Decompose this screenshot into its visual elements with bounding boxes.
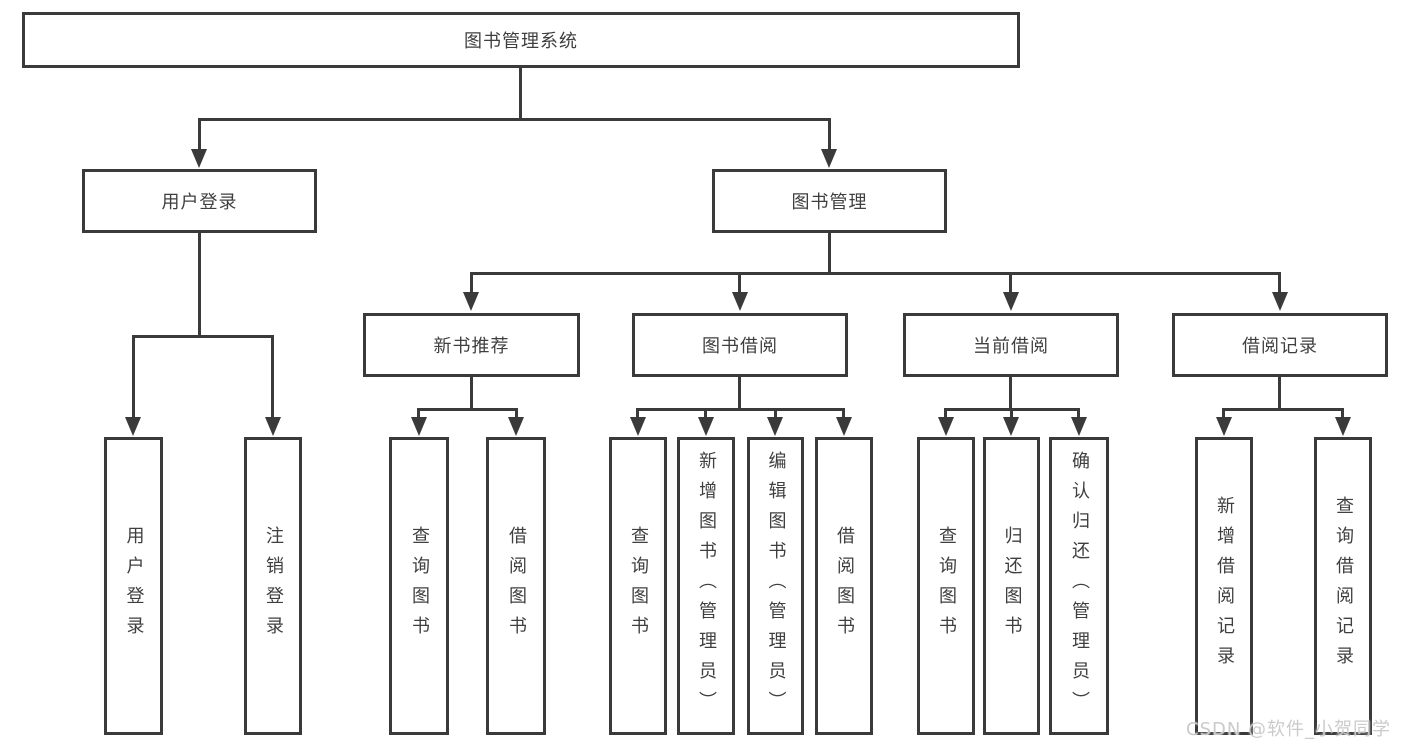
node-new-book-recommend: 新书推荐 (363, 313, 580, 377)
connector-line (1278, 377, 1281, 411)
node-label: 借阅图书 (834, 526, 855, 646)
connector-line (636, 408, 845, 411)
leaf-query-books-recommend: 查询图书 (389, 437, 449, 735)
leaf-borrow-books-recommend: 借阅图书 (486, 437, 546, 735)
connector-line (1009, 377, 1012, 411)
arrowhead-down-icon (630, 417, 646, 436)
node-label: 编辑图书（管理员） (765, 451, 787, 721)
connector-line (132, 335, 135, 419)
connector-line (1010, 408, 1013, 419)
arrowhead-down-icon (1272, 292, 1288, 311)
connector-line (842, 408, 845, 419)
node-book-borrowing: 图书借阅 (632, 313, 848, 377)
connector-line (515, 408, 518, 419)
leaf-query-books-current: 查询图书 (917, 437, 975, 735)
arrowhead-down-icon (463, 292, 479, 311)
connector-line (1341, 408, 1344, 419)
node-current-borrowing: 当前借阅 (903, 313, 1119, 377)
arrowhead-down-icon (411, 417, 427, 436)
leaf-borrow-books-borrowing: 借阅图书 (815, 437, 873, 735)
node-label: 新增借阅记录 (1214, 496, 1235, 676)
arrowhead-down-icon (1003, 292, 1019, 311)
arrowhead-down-icon (508, 417, 524, 436)
arrowhead-down-icon (125, 417, 141, 436)
arrowhead-down-icon (1335, 417, 1351, 436)
leaf-add-borrow-record: 新增借阅记录 (1195, 437, 1253, 735)
leaf-logout: 注销登录 (244, 437, 302, 735)
node-label: 查询图书 (409, 526, 430, 646)
connector-line (1077, 408, 1080, 419)
connector-line (519, 68, 522, 118)
leaf-query-books-borrowing: 查询图书 (609, 437, 667, 735)
node-root-system: 图书管理系统 (22, 12, 1020, 68)
connector-line (198, 118, 831, 121)
connector-line (636, 408, 639, 419)
arrowhead-down-icon (836, 417, 852, 436)
node-label: 查询图书 (936, 526, 957, 646)
node-label: 新增图书（管理员） (696, 451, 717, 721)
arrowhead-down-icon (732, 292, 748, 311)
node-label: 借阅记录 (1242, 336, 1318, 357)
connector-line (1278, 272, 1281, 294)
arrowhead-down-icon (191, 149, 207, 168)
arrowhead-down-icon (1003, 417, 1019, 436)
leaf-add-books-admin: 新增图书（管理员） (677, 437, 735, 735)
node-label: 新书推荐 (433, 336, 510, 357)
connector-line (774, 408, 777, 419)
arrowhead-down-icon (1216, 417, 1232, 436)
node-label: 用户登录 (161, 192, 238, 213)
node-label: 当前借阅 (973, 336, 1049, 357)
node-label: 查询借阅记录 (1333, 496, 1354, 676)
node-label: 确认归还（管理员） (1069, 451, 1090, 721)
node-label: 图书管理系统 (464, 31, 578, 52)
arrowhead-down-icon (767, 417, 783, 436)
arrowhead-down-icon (1071, 417, 1087, 436)
connector-line (132, 335, 274, 338)
arrowhead-down-icon (265, 417, 281, 436)
connector-line (1222, 408, 1225, 419)
arrowhead-down-icon (698, 417, 714, 436)
connector-line (828, 118, 831, 150)
connector-line (470, 272, 473, 294)
node-book-management: 图书管理 (712, 169, 947, 233)
node-borrowing-records: 借阅记录 (1172, 313, 1388, 377)
leaf-query-borrow-record: 查询借阅记录 (1314, 437, 1372, 735)
node-label: 查询图书 (628, 526, 649, 646)
connector-line (738, 377, 741, 411)
node-label: 图书借阅 (702, 336, 778, 357)
connector-line (470, 377, 473, 411)
node-label: 借阅图书 (506, 526, 527, 646)
connector-line (828, 233, 831, 274)
connector-line (271, 335, 274, 419)
connector-line (198, 118, 201, 150)
connector-line (1009, 272, 1012, 294)
leaf-return-books: 归还图书 (983, 437, 1040, 735)
leaf-user-login: 用户登录 (104, 437, 163, 735)
csdn-watermark: CSDN @软件_小贺同学 (1186, 719, 1392, 740)
connector-line (738, 272, 741, 294)
connector-line (704, 408, 707, 419)
arrowhead-down-icon (938, 417, 954, 436)
connector-line (198, 233, 201, 338)
node-label: 注销登录 (263, 526, 284, 646)
connector-line (470, 272, 1281, 275)
leaf-edit-books-admin: 编辑图书（管理员） (747, 437, 804, 735)
connector-line (1222, 408, 1344, 411)
connector-line (417, 408, 420, 419)
node-label: 归还图书 (1001, 526, 1023, 646)
connector-line (417, 408, 518, 411)
node-label: 图书管理 (791, 192, 868, 213)
node-user-login: 用户登录 (82, 169, 317, 233)
arrowhead-down-icon (821, 149, 837, 168)
node-label: 用户登录 (123, 526, 145, 646)
connector-line (944, 408, 947, 419)
leaf-confirm-return-admin: 确认归还（管理员） (1049, 437, 1109, 735)
